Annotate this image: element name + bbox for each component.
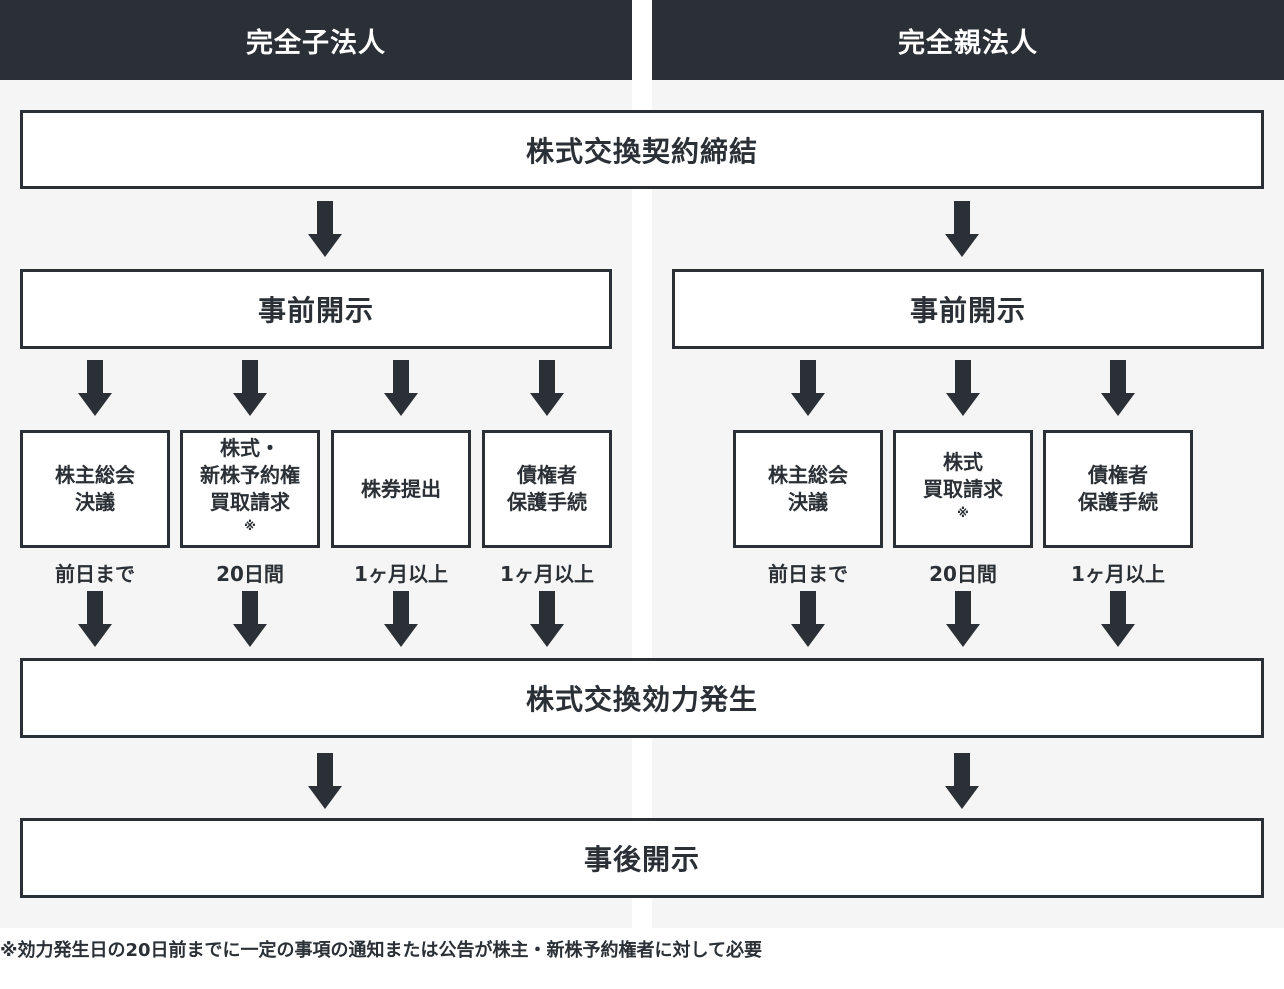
duration-label: 1ヶ月以上 [1071, 562, 1165, 586]
post-disclosure-box: 事後開示 [20, 818, 1264, 898]
arrow-down-icon [945, 201, 979, 257]
arrow-down-icon [946, 360, 980, 416]
arrow-down-icon [384, 591, 418, 647]
arrow-down-icon [1101, 591, 1135, 647]
arrow-down-icon [78, 591, 112, 647]
arrow-down-icon [78, 360, 112, 416]
duration-label: 前日まで [55, 562, 135, 586]
left-column-header: 完全子法人 [0, 0, 632, 80]
left-creditor-protection-box: 債権者 保護手続 [482, 430, 612, 548]
arrow-down-icon [1101, 360, 1135, 416]
left-pre-disclosure-box: 事前開示 [20, 269, 612, 349]
arrow-down-icon [791, 591, 825, 647]
footnote-marker: ※ [244, 519, 256, 533]
share-exchange-effective-box: 株式交換効力発生 [20, 658, 1264, 738]
duration-label: 20日間 [216, 562, 284, 586]
left-share-certificate-box: 株券提出 [331, 430, 471, 548]
duration-label: 前日まで [768, 562, 848, 586]
procedure-label-line: 債権者 [517, 463, 577, 487]
arrow-down-icon [384, 360, 418, 416]
procedure-label-line: 決議 [75, 490, 115, 514]
procedure-label-line: 買取請求※ [923, 476, 1003, 520]
arrow-down-icon [530, 591, 564, 647]
duration-label: 1ヶ月以上 [354, 562, 448, 586]
procedure-label-line: 株券提出 [361, 476, 441, 501]
arrow-down-icon [308, 753, 342, 809]
duration-label: 20日間 [929, 562, 997, 586]
right-creditor-protection-box: 債権者 保護手続 [1043, 430, 1193, 548]
footnote-marker: ※ [957, 505, 969, 520]
arrow-down-icon [946, 591, 980, 647]
procedure-label-line: 新株予約権 [200, 463, 300, 487]
left-appraisal-request-box: 株式・ 新株予約権 買取請求※ [180, 430, 320, 548]
right-shareholders-resolution-box: 株主総会 決議 [733, 430, 883, 548]
arrow-down-icon [945, 753, 979, 809]
procedure-label-line: 債権者 [1088, 463, 1148, 487]
procedure-label-line: 株式・ [220, 436, 280, 460]
arrow-down-icon [233, 360, 267, 416]
share-exchange-contract-box: 株式交換契約締結 [20, 110, 1264, 189]
left-shareholders-resolution-box: 株主総会 決議 [20, 430, 170, 548]
procedure-label-line: 決議 [788, 490, 828, 514]
arrow-down-icon [308, 201, 342, 257]
procedure-label-line: 保護手続 [1078, 490, 1158, 514]
procedure-label-line: 株主総会 [55, 463, 135, 487]
right-column-header: 完全親法人 [652, 0, 1284, 80]
procedure-label-line: 買取請求※ [210, 490, 290, 533]
procedure-label-line: 株式 [943, 449, 983, 474]
procedure-label-line: 株主総会 [768, 463, 848, 487]
right-appraisal-request-box: 株式 買取請求※ [893, 430, 1033, 548]
duration-label: 1ヶ月以上 [500, 562, 594, 586]
arrow-down-icon [233, 591, 267, 647]
footnote: ※効力発生日の20日前までに一定の事項の通知または公告が株主・新株予約権者に対し… [0, 940, 763, 961]
arrow-down-icon [791, 360, 825, 416]
arrow-down-icon [530, 360, 564, 416]
right-pre-disclosure-box: 事前開示 [672, 269, 1264, 349]
procedure-label-line: 保護手続 [507, 490, 587, 514]
